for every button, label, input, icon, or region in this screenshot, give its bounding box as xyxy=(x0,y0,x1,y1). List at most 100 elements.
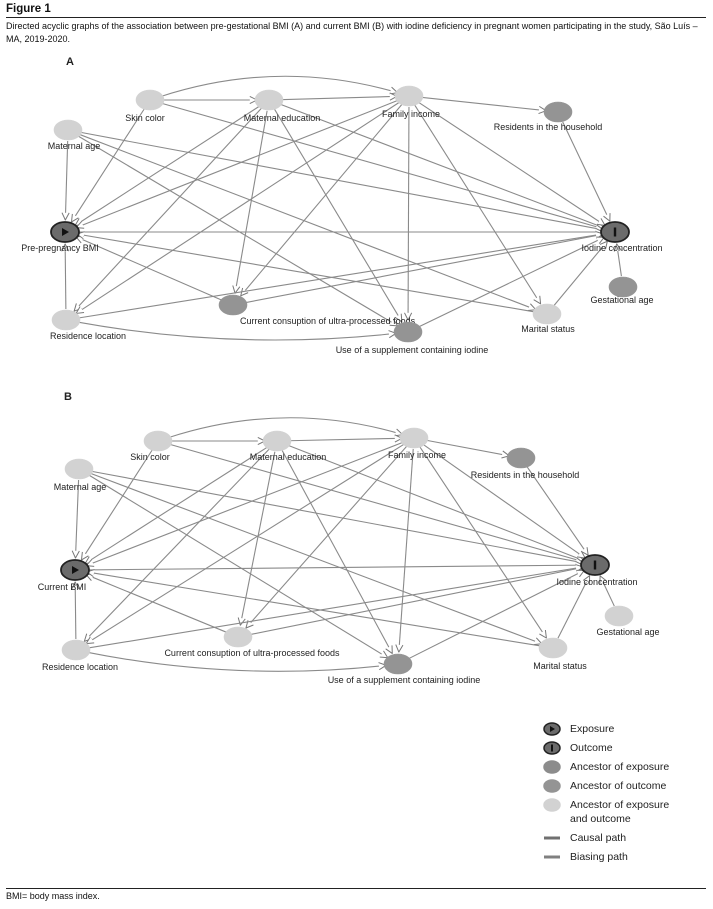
edge-medu-to-rloc xyxy=(73,107,262,312)
node-mar: Marital status xyxy=(533,637,587,671)
edge-mage-to-iod xyxy=(78,131,604,233)
legend-label: Ancestor of outcome xyxy=(570,780,666,792)
legend-item-ancestor-exposure: Ancestor of exposure xyxy=(543,760,669,774)
edge-inc-to-res xyxy=(419,96,547,114)
node-circle xyxy=(223,626,253,648)
edge-medu-to-rloc xyxy=(83,448,270,642)
edge-rloc-to-iod xyxy=(86,564,584,649)
node-label: Maternal age xyxy=(54,482,107,492)
node-upf: Current consuption of ultra-processed fo… xyxy=(218,294,416,326)
legend-swatch xyxy=(543,779,561,793)
edge-medu-to-upf xyxy=(237,451,276,626)
node-label: Gestational age xyxy=(596,627,659,637)
legend-item-causal-line: Causal path xyxy=(544,832,626,844)
panel-label: B xyxy=(64,391,72,403)
figure-title: Figure 1 xyxy=(6,3,51,15)
edge-mage-to-bmi xyxy=(71,479,80,559)
edge-rloc-to-bmi xyxy=(71,581,80,640)
figure-caption: Directed acyclic graphs of the associati… xyxy=(6,21,698,44)
node-circle xyxy=(61,639,91,661)
edge-mage-to-mar xyxy=(89,472,543,646)
node-label: Iodine concentration xyxy=(581,243,662,253)
edge-mar-to-iod xyxy=(553,240,608,306)
legend-label: Exposure xyxy=(570,723,615,735)
node-res: Residents in the household xyxy=(471,447,579,480)
node-label: Residence location xyxy=(42,662,118,672)
bar-icon xyxy=(613,227,617,237)
edge-skin-to-iod xyxy=(168,443,584,564)
node-circle xyxy=(538,637,568,659)
edge-medu-to-upf xyxy=(232,110,268,294)
node-label: Skin color xyxy=(130,452,170,462)
node-res: Residents in the household xyxy=(494,101,602,132)
node-gest: Gestational age xyxy=(596,605,660,637)
edge-medu-to-bmi xyxy=(74,105,261,226)
node-circle xyxy=(604,605,634,627)
node-medu: Maternal education xyxy=(250,430,326,462)
legend-item-exposure: Exposure xyxy=(543,722,615,736)
edge-mage-to-sup xyxy=(88,474,389,659)
node-circle xyxy=(64,458,94,480)
node-circle xyxy=(262,430,292,452)
node-iod: Iodine concentration xyxy=(556,554,638,587)
node-skin: Skin color xyxy=(130,430,173,462)
node-label: Family income xyxy=(388,450,446,460)
node-circle xyxy=(543,101,573,123)
edge-skin-to-inc xyxy=(168,417,403,439)
edge-medu-to-sup xyxy=(281,450,393,654)
edge-skin-to-bmi xyxy=(80,449,153,561)
edge-medu-to-iod xyxy=(279,103,605,230)
legend-swatch xyxy=(543,798,561,812)
edge-upf-to-iod xyxy=(243,231,604,304)
legend-item-ancestor-outcome: Ancestor of outcome xyxy=(543,779,666,793)
edge-inc-to-bmi xyxy=(75,99,399,229)
node-label: Skin color xyxy=(125,113,165,123)
legend-item-biasing-line: Biasing path xyxy=(544,851,628,863)
edge-inc-to-sup xyxy=(404,106,413,321)
node-circle xyxy=(218,294,248,316)
node-skin: Skin color xyxy=(125,89,165,123)
edge-mage-to-bmi xyxy=(61,140,70,221)
legend-label: Causal path xyxy=(570,832,626,844)
node-label: Gestational age xyxy=(590,295,653,305)
node-sup: Use of a supplement containing iodine xyxy=(336,321,489,355)
node-label: Current consuption of ultra-processed fo… xyxy=(164,648,340,658)
bar-icon xyxy=(551,744,553,752)
node-circle xyxy=(53,119,83,141)
edge-gest-to-iod xyxy=(613,243,622,277)
edge-mar-to-bmi xyxy=(76,231,537,313)
edge-layer xyxy=(61,75,622,341)
legend-swatch xyxy=(543,760,561,774)
node-label: Current BMI xyxy=(38,582,87,592)
node-medu: Maternal education xyxy=(244,89,320,123)
edge-skin-to-bmi xyxy=(71,108,145,223)
bar-icon xyxy=(593,560,597,570)
node-circle xyxy=(532,303,562,325)
node-circle xyxy=(383,653,413,675)
node-label: Iodine concentration xyxy=(556,577,637,587)
node-label: Use of a supplement containing iodine xyxy=(336,345,489,355)
node-label: Pre-pregnancy BMI xyxy=(21,243,99,253)
node-circle xyxy=(394,85,424,107)
edge-upf-to-iod xyxy=(248,564,584,636)
edge-mage-to-sup xyxy=(77,135,399,327)
edge-res-to-iod xyxy=(526,466,589,556)
node-circle xyxy=(393,321,423,343)
edge-upf-to-bmi xyxy=(85,573,229,634)
node-inc: Family income xyxy=(382,85,440,119)
title-divider xyxy=(6,17,706,18)
node-bmi: Pre-pregnancy BMI xyxy=(21,221,99,253)
node-bmi: Current BMI xyxy=(38,559,90,592)
legend-label: Ancestor of exposure xyxy=(570,761,669,773)
node-mage: Maternal age xyxy=(54,458,107,492)
node-circle xyxy=(506,447,536,469)
edge-rloc-to-sup xyxy=(86,651,387,672)
node-inc: Family income xyxy=(388,427,446,460)
edge-inc-to-rloc xyxy=(75,101,401,314)
edge-medu-to-iod xyxy=(287,444,585,562)
node-circle xyxy=(51,309,81,331)
